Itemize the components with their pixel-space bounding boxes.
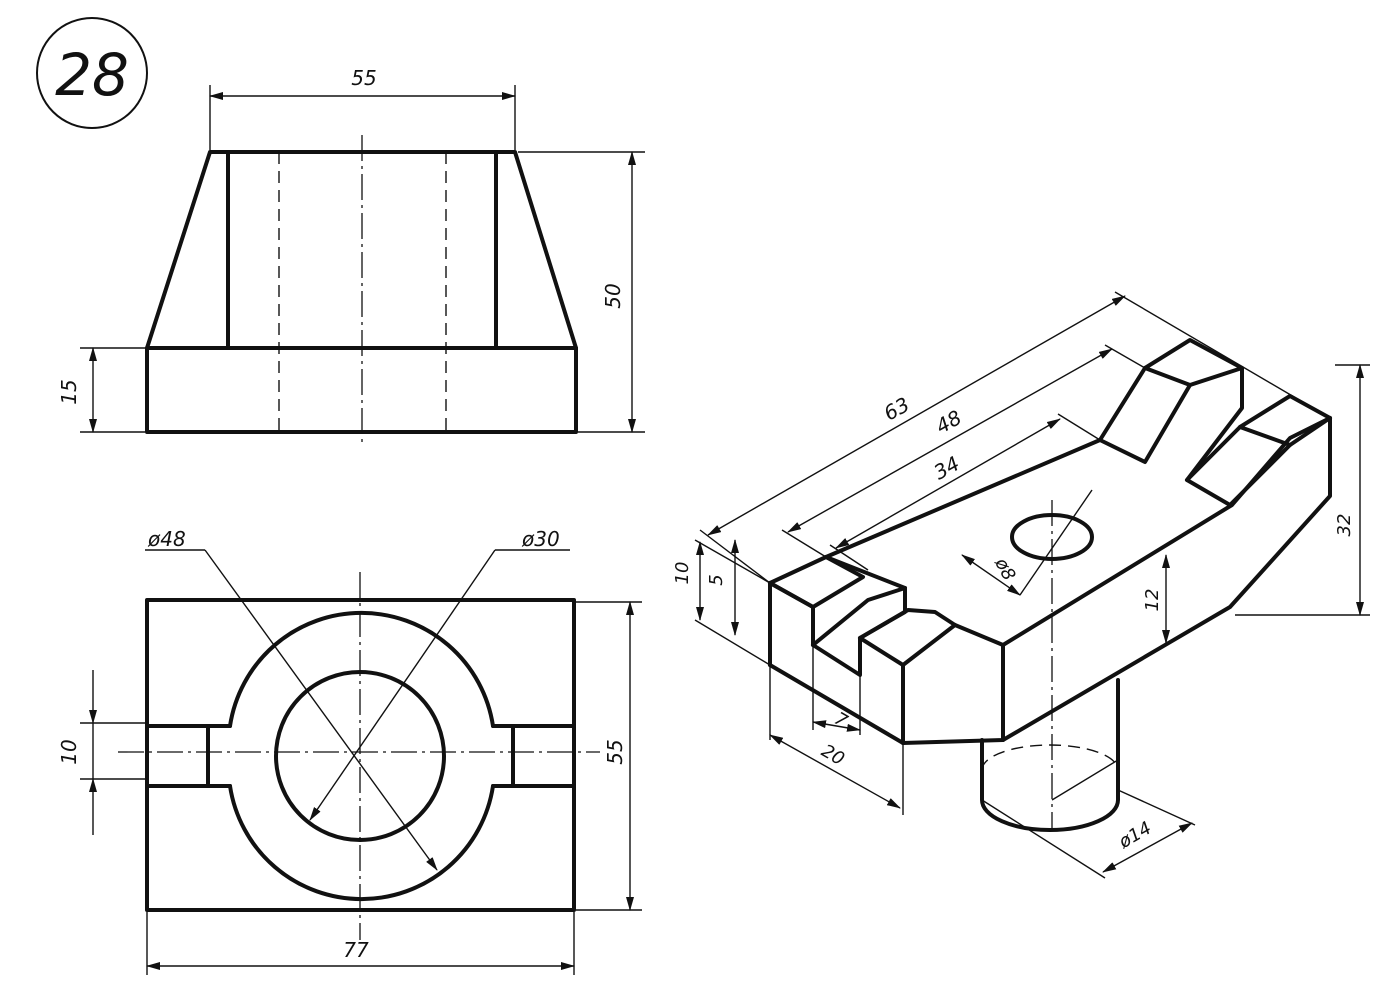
dim-length-label: 77 bbox=[343, 938, 369, 962]
iso-dim-hole-label: ø8 bbox=[990, 554, 1020, 585]
iso-dim-line-hole bbox=[961, 554, 1021, 596]
iso-dim-line-20 bbox=[769, 734, 901, 809]
dim-depth-label: 55 bbox=[603, 739, 627, 764]
iso-dim-32-label: 32 bbox=[1334, 514, 1355, 537]
iso-dim-10-label: 10 bbox=[672, 562, 693, 585]
dim-slot-width-label: 10 bbox=[57, 739, 81, 764]
iso-body-front-face bbox=[768, 416, 1332, 745]
leader-inner-diameter bbox=[309, 549, 496, 821]
iso-top-long-edge bbox=[824, 338, 1244, 559]
leader-outer-diameter bbox=[204, 549, 438, 871]
dim-inner-diameter-label: ø30 bbox=[521, 527, 560, 551]
iso-dim-line-34 bbox=[835, 418, 1061, 549]
iso-dim-12-label: 12 bbox=[1142, 589, 1163, 612]
iso-dim-34-label: 34 bbox=[930, 451, 964, 484]
iso-dim-line-boss bbox=[1102, 822, 1193, 873]
isometric-view: 63 48 34 10 5 12 32 ø8 7 bbox=[672, 291, 1370, 879]
iso-boss bbox=[980, 678, 1120, 832]
iso-dim-line-63 bbox=[707, 295, 1126, 536]
dim-outer-diameter-label: ø48 bbox=[147, 527, 186, 551]
dim-total-height-label: 50 bbox=[601, 283, 625, 308]
sheet-number-label: 28 bbox=[55, 41, 129, 109]
sheet-number-badge: 28 bbox=[36, 17, 148, 129]
iso-dim-line-7 bbox=[812, 720, 861, 732]
iso-dim-7-label: 7 bbox=[831, 708, 852, 732]
outer-boss-arc-top bbox=[228, 610, 495, 728]
dim-base-height-label: 15 bbox=[57, 379, 81, 404]
dim-top-width-label: 55 bbox=[351, 66, 376, 90]
outer-boss-arc-bottom bbox=[228, 784, 495, 902]
iso-dim-48-label: 48 bbox=[932, 405, 966, 438]
iso-dim-5-label: 5 bbox=[706, 574, 727, 585]
front-view: 55 50 15 bbox=[57, 66, 645, 445]
top-view: ø48 ø30 10 55 77 bbox=[57, 527, 642, 975]
iso-dim-boss-label: ø14 bbox=[1114, 818, 1155, 854]
iso-dim-20-label: 20 bbox=[818, 740, 848, 770]
